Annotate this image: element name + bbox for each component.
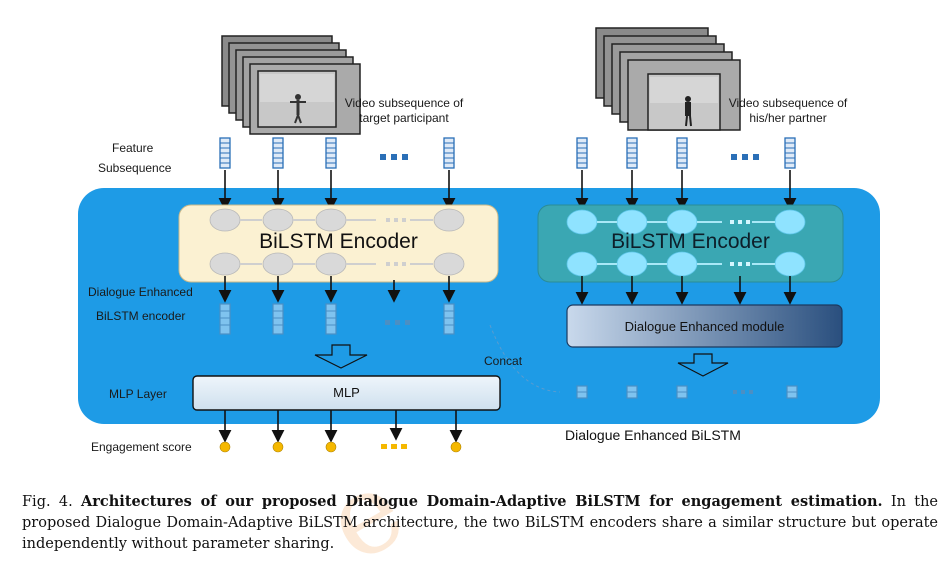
input-arrows <box>218 170 797 211</box>
label-subsequence: Subsequence <box>98 161 172 175</box>
feature-vectors-left <box>219 137 455 169</box>
mlp-label: MLP <box>333 385 360 400</box>
video-stack-left <box>221 35 361 135</box>
label-bilstm-encoder: BiLSTM encoder <box>96 309 186 323</box>
encoded-features-right <box>576 385 798 399</box>
figure-caption: Fig. 4. Architectures of our proposed Di… <box>22 491 938 555</box>
mlp-box <box>192 375 501 411</box>
caption-bold: Architectures of our proposed Dialogue D… <box>81 493 883 510</box>
encoder-right-title: BiLSTM Encoder <box>611 230 770 253</box>
dialogue-enhanced-module <box>566 304 843 348</box>
video-stack-right <box>595 27 741 131</box>
hollow-arrow-left <box>314 344 368 369</box>
label-video-right: Video subsequence of his/her partner <box>728 96 848 125</box>
encoder-output-arrows <box>218 276 797 305</box>
label-dialogue-enhanced: Dialogue Enhanced <box>88 285 193 299</box>
module-label: Dialogue Enhanced module <box>624 319 785 334</box>
label-concat: Concat <box>484 354 523 368</box>
output-arrows <box>218 410 463 443</box>
hollow-arrow-right <box>677 353 729 377</box>
label-engagement-score: Engagement score <box>91 440 192 454</box>
feature-vectors-right <box>576 137 796 169</box>
caption-rest: In the proposed Dialogue Domain-Adaptive… <box>22 494 938 552</box>
label-mlp-layer: MLP Layer <box>109 387 167 401</box>
concat-curve <box>489 324 561 393</box>
bilstm-encoder-right <box>537 204 844 283</box>
engagement-score-dots <box>219 441 462 453</box>
bilstm-encoder-left <box>178 204 499 283</box>
caption-prefix: Fig. 4. <box>22 494 73 510</box>
region-title: Dialogue Enhanced BiLSTM <box>565 427 741 443</box>
architecture-diagram <box>78 27 880 453</box>
label-feature: Feature <box>112 141 154 155</box>
encoder-left-title: BiLSTM Encoder <box>259 230 418 253</box>
encoded-features-left <box>219 303 455 335</box>
label-video-left: Video subsequence of target participant <box>344 96 464 125</box>
